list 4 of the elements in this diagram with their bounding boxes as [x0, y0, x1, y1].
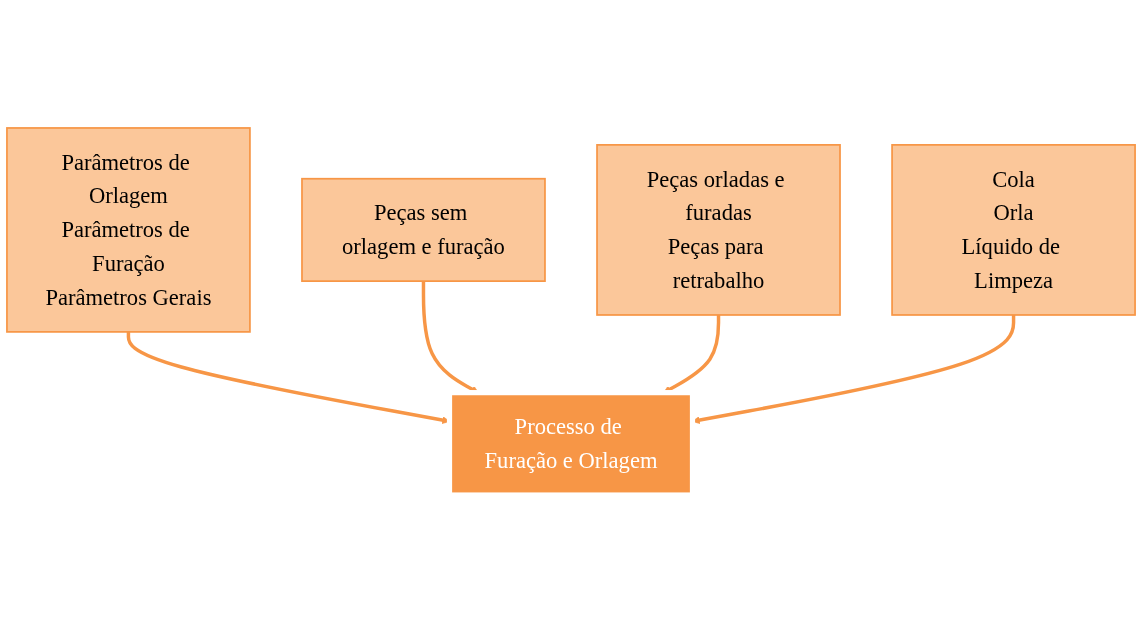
node-box: Peças orladas e furadas Peças para retrabalho [596, 144, 841, 316]
node-box: Peças sem orlagem e furação [301, 177, 546, 282]
node-box: Cola Orla Líquido de Limpeza [891, 144, 1136, 316]
node-box: Parâmetros de Orlagem Parâmetros de Furação Parâmetros Gerais [6, 127, 251, 333]
